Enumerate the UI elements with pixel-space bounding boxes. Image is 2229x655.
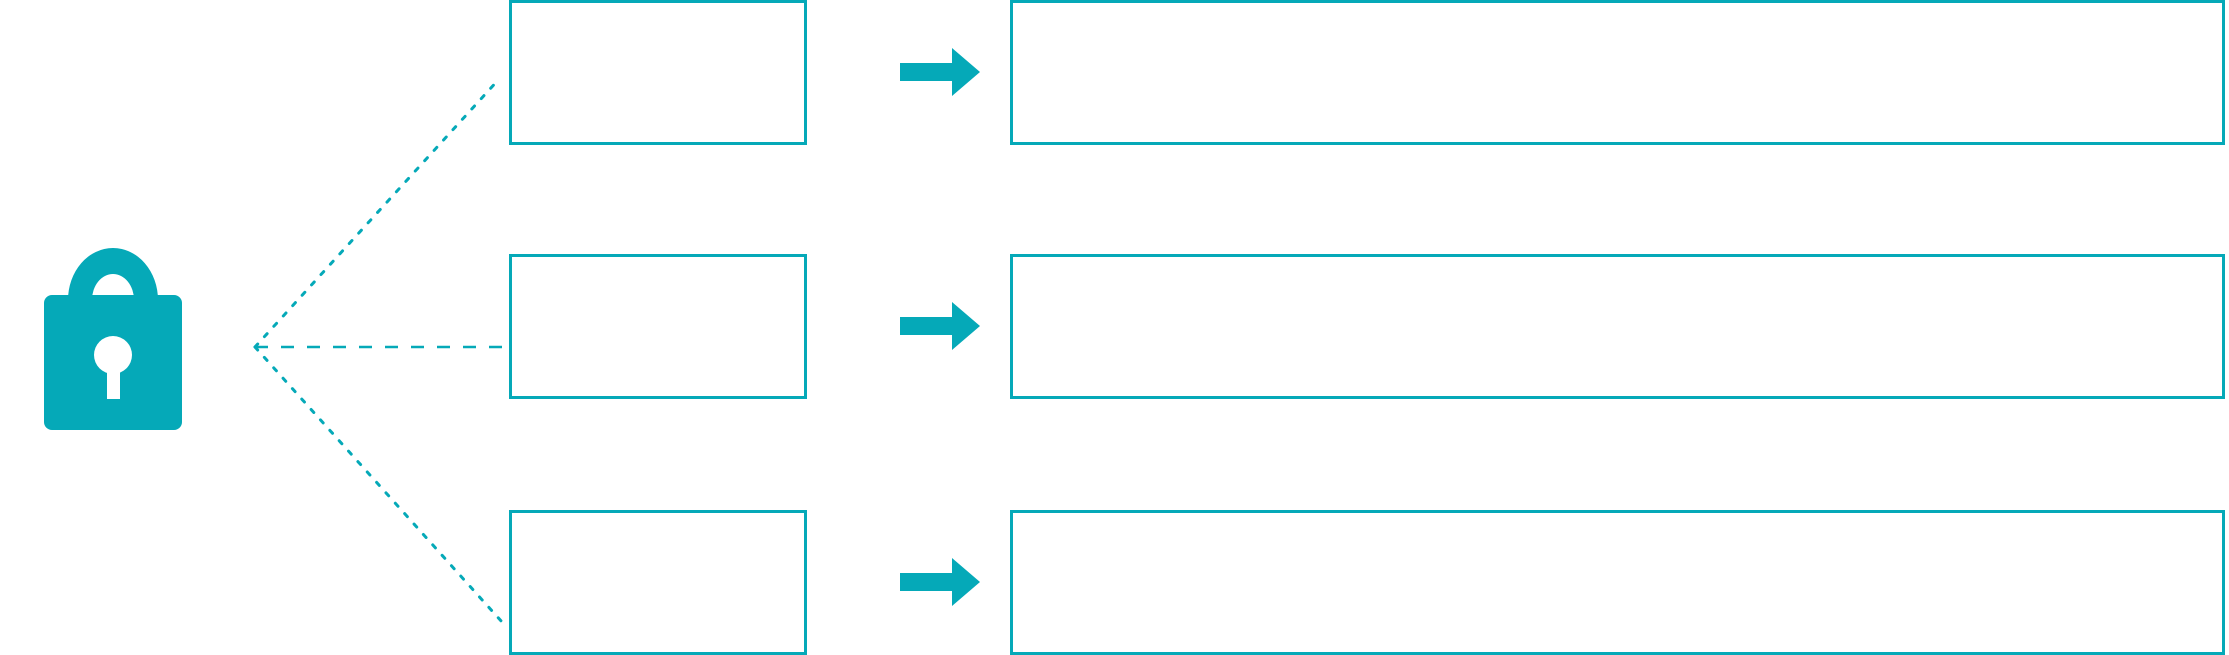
row-1-large-box[interactable] xyxy=(1010,0,2225,145)
diagram-row xyxy=(0,510,2229,655)
row-3-large-box-label xyxy=(1013,513,2222,533)
row-2-small-box[interactable] xyxy=(509,254,807,399)
row-2-large-box[interactable] xyxy=(1010,254,2225,399)
row-1-small-box[interactable] xyxy=(509,0,807,145)
row-1-small-box-label xyxy=(512,3,804,23)
arrow-right-icon xyxy=(900,296,980,356)
row-2-small-box-label xyxy=(512,257,804,277)
row-1-large-box-label xyxy=(1013,3,2222,23)
diagram-row xyxy=(0,254,2229,399)
row-3-small-box[interactable] xyxy=(509,510,807,655)
row-2-large-box-label xyxy=(1013,257,2222,277)
row-3-large-box[interactable] xyxy=(1010,510,2225,655)
row-3-small-box-label xyxy=(512,513,804,533)
diagram-row xyxy=(0,0,2229,145)
arrow-right-icon xyxy=(900,552,980,612)
arrow-right-icon xyxy=(900,42,980,102)
lock-icon xyxy=(28,150,228,440)
